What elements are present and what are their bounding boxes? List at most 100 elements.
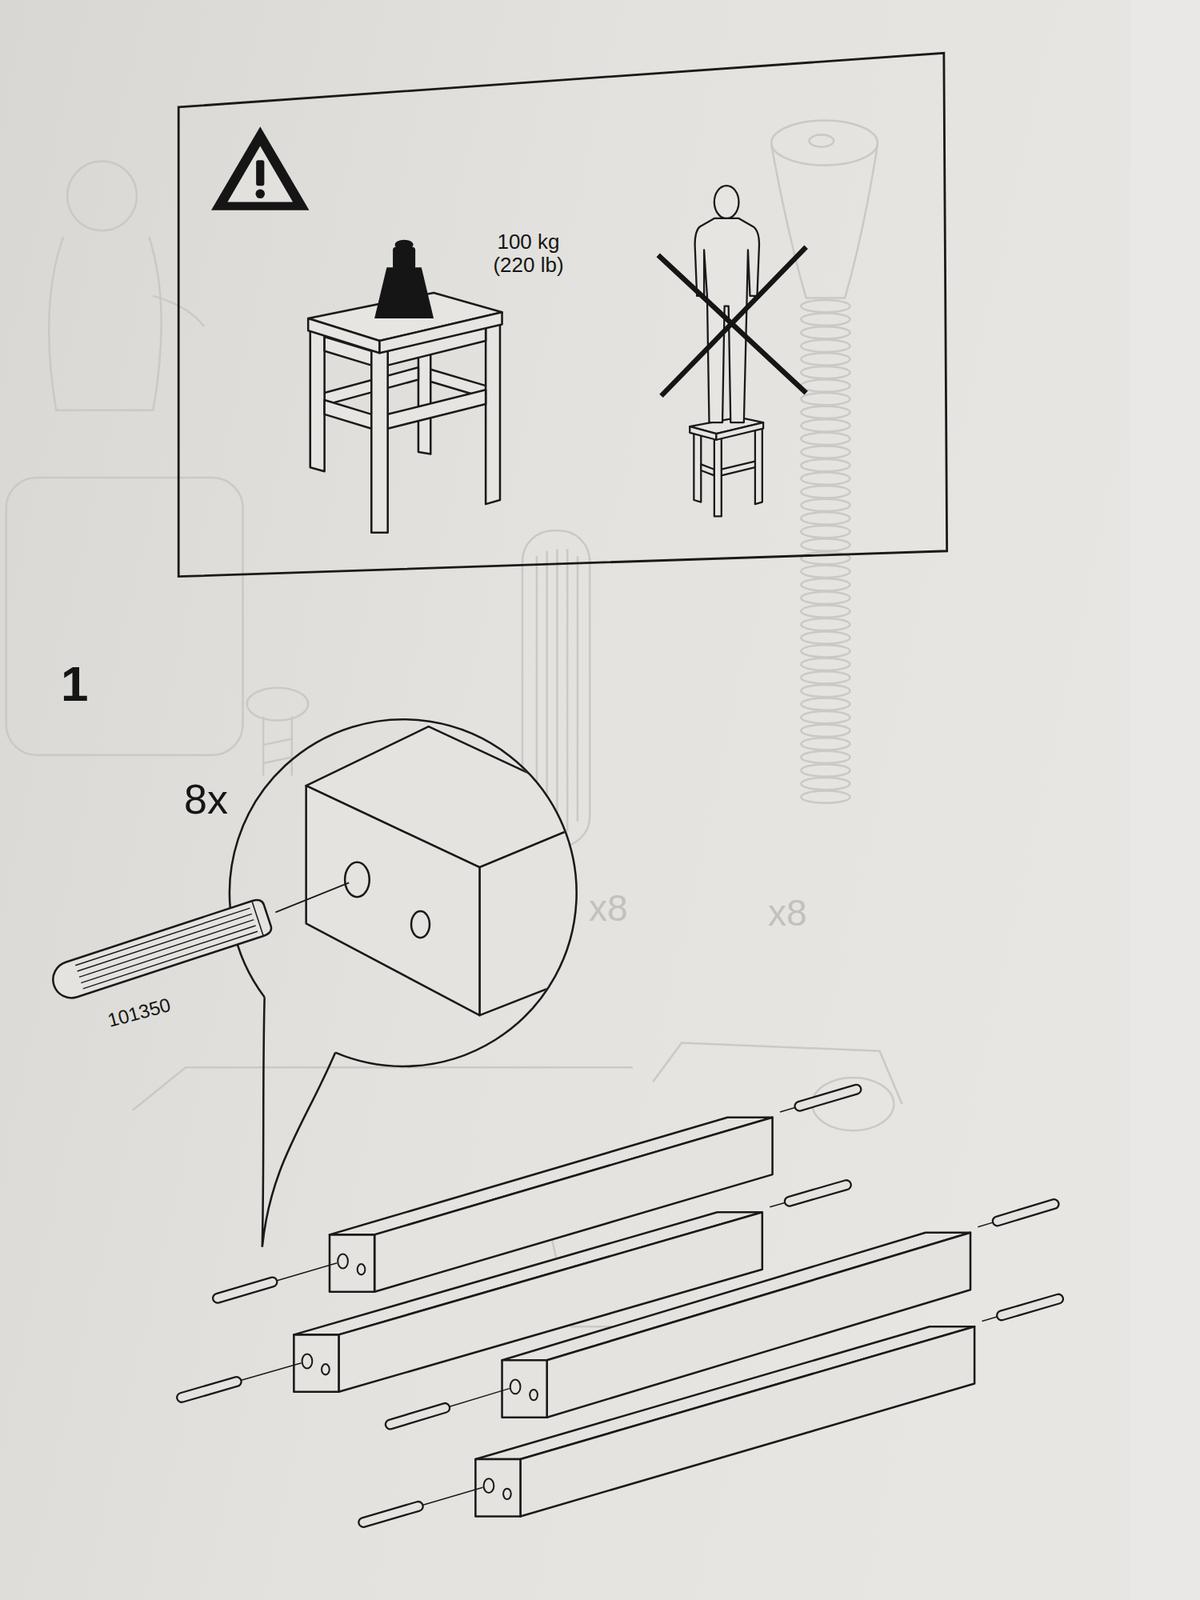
label-holder: x8 xyxy=(768,892,808,935)
stool-rail xyxy=(721,461,756,476)
faint-thread-turn xyxy=(800,764,850,776)
board xyxy=(363,1299,1059,1523)
page-edge xyxy=(1130,0,1200,1600)
faint-thread-turn xyxy=(800,711,850,724)
faint-thread-turn xyxy=(800,326,850,339)
dowel-groove xyxy=(75,908,250,966)
faint-thread-turn xyxy=(800,313,850,326)
stool-rail xyxy=(388,389,486,428)
weight-body xyxy=(374,267,434,319)
leader-line xyxy=(420,1487,483,1506)
callout-circle xyxy=(229,719,577,1067)
warning-triangle-inner xyxy=(227,145,293,202)
dowel-body xyxy=(52,900,272,998)
faint-thread-turn xyxy=(800,352,850,365)
faint-thread-turn xyxy=(800,737,850,750)
faint-screw-thread xyxy=(800,300,850,804)
dowel-outline xyxy=(181,1381,237,1398)
faint-figure-head xyxy=(67,161,137,232)
faint-figure-body xyxy=(48,236,161,411)
board-side xyxy=(338,1212,762,1392)
dowel-hole xyxy=(337,1254,348,1269)
dowel-outline xyxy=(1001,1299,1059,1316)
dowel-groove xyxy=(83,931,258,989)
faint-screw-neck xyxy=(771,144,878,298)
label-holder: 1 xyxy=(60,656,88,712)
faint-thread-turn xyxy=(800,644,850,657)
faint-thread-turn xyxy=(800,777,850,790)
show-through-text: x8 xyxy=(768,892,808,935)
dowel-body xyxy=(181,1381,237,1398)
callout-block xyxy=(306,726,613,1016)
dowel-outline xyxy=(997,1204,1055,1221)
small-stool xyxy=(689,417,764,517)
faint-thread-turn xyxy=(800,406,850,419)
dowel-outline xyxy=(217,1282,273,1299)
faint-frame xyxy=(6,477,244,756)
faint-thread-turn xyxy=(800,791,850,804)
faint-thread-turn xyxy=(800,499,850,512)
cam-hole xyxy=(357,1264,366,1275)
stool-leg xyxy=(485,318,500,504)
leader-line xyxy=(238,1363,301,1382)
faint-screw-head xyxy=(771,120,878,166)
faint-thread-turn xyxy=(800,379,850,392)
dowel-outline xyxy=(799,1089,856,1107)
dowel-body xyxy=(217,1282,273,1299)
faint-frame-lines xyxy=(132,1043,903,1111)
faint-thread-turn xyxy=(800,618,850,631)
faint-thread-turn xyxy=(800,472,850,485)
faint-screw-socket xyxy=(808,134,834,147)
leader-line xyxy=(447,1388,510,1408)
faint-thread-turn xyxy=(800,578,850,591)
dowel-outline xyxy=(363,1506,419,1523)
stool-seat-edge xyxy=(308,318,380,353)
stool-leg xyxy=(714,436,722,516)
stool-rail xyxy=(324,400,372,429)
prohibition-cross xyxy=(658,247,807,396)
board xyxy=(181,1184,847,1398)
cam-hole xyxy=(529,1389,538,1400)
faint-thread-turn xyxy=(800,751,850,764)
faint-thread-turn xyxy=(800,485,850,498)
weight xyxy=(374,240,434,319)
part-number: 101350 xyxy=(105,994,173,1032)
dowel-hole xyxy=(344,862,370,897)
dowel-outline xyxy=(390,1408,445,1425)
stool-rail xyxy=(700,464,715,476)
dowel-body xyxy=(997,1204,1055,1221)
block-face xyxy=(306,785,480,1016)
faint-thread-turn xyxy=(800,684,850,697)
label-holder: 100 kg (220 lb) xyxy=(478,230,579,277)
faint-thread-turn xyxy=(800,538,850,551)
faint-thread-turn xyxy=(800,724,850,737)
dowel-hole xyxy=(302,1354,313,1369)
exclamation-bar xyxy=(256,160,264,186)
board-side xyxy=(520,1326,976,1516)
stool-leg xyxy=(755,426,763,504)
dowel-hole xyxy=(510,1379,521,1394)
show-through xyxy=(6,120,903,1328)
faint-bolt-shaft xyxy=(263,716,292,776)
faint-bolt-head xyxy=(247,688,309,721)
faint-thread-turn xyxy=(800,604,850,617)
quantity: 8x xyxy=(184,776,228,823)
warning-triangle xyxy=(211,126,309,211)
weight-knob xyxy=(392,247,416,270)
faint-thread-turn xyxy=(800,658,850,671)
label-holder: 101350 xyxy=(107,1002,172,1024)
faint-thread-turn xyxy=(800,445,850,458)
callout-tail xyxy=(262,997,336,1248)
dowel-hole xyxy=(484,1478,495,1493)
faint-thread-turn xyxy=(800,565,850,578)
faint-thread-turn xyxy=(800,419,850,432)
leader-line xyxy=(274,1263,337,1282)
dowel-body xyxy=(1001,1299,1059,1316)
dowel-body xyxy=(363,1506,419,1523)
stool-seat-edge xyxy=(716,422,764,440)
faint-thread-turn xyxy=(800,592,850,604)
